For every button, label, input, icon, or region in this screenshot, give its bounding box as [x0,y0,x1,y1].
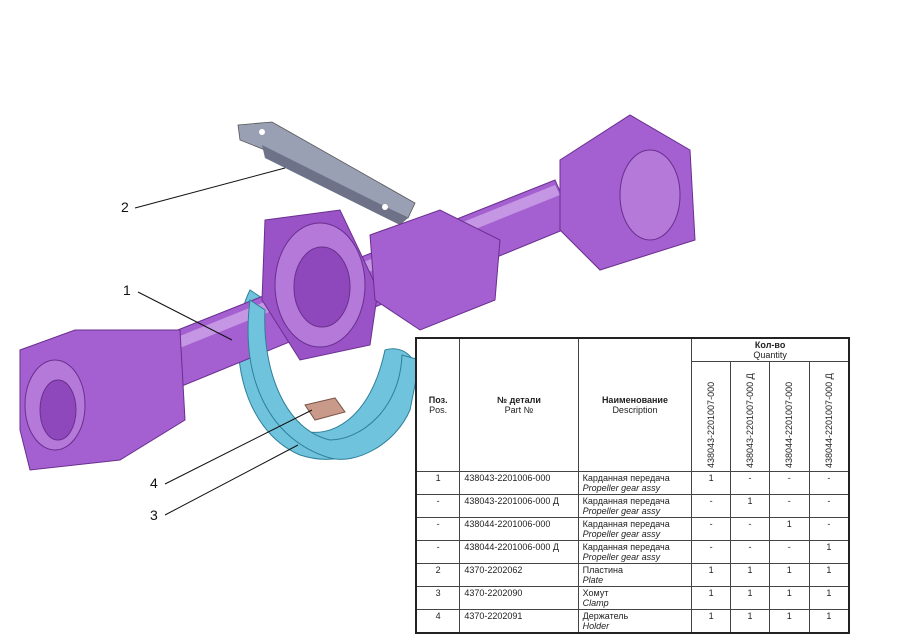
callout-2: 2 [121,199,129,215]
qty-cell: 1 [768,609,810,634]
header-pos: Поз.Pos. [415,337,461,472]
header-variant: 438043-2201007-000 Д [730,361,770,472]
callout-3: 3 [150,507,158,523]
qty-cell: 1 [808,563,850,587]
qty-cell: 1 [730,563,770,587]
qty-cell: - [691,540,732,564]
part-cell: 438044-2201006-000 Д [459,540,579,564]
part-cell: 438043-2201006-000 Д [459,494,579,518]
qty-cell: - [691,517,732,541]
desc-en: Propeller gear assy [582,506,661,516]
qty-cell: 1 [808,540,850,564]
header-variant: 438043-2201007-000 [691,361,732,472]
header-variant: 438044-2201007-000 Д [808,361,850,472]
table-row: - 438044-2201006-000 Д Карданная передач… [415,540,850,564]
qty-cell: 1 [730,494,770,518]
qty-cell: 1 [768,586,810,610]
qty-cell: - [691,494,732,518]
qty-cell: - [768,471,810,495]
part-cell: 4370-2202091 [459,609,579,634]
desc-ru: Карданная передача [582,473,670,483]
qty-cell: - [730,471,770,495]
part-cell: 4370-2202090 [459,586,579,610]
part-cell: 438043-2201006-000 [459,471,579,495]
pos-cell: 4 [415,609,461,634]
desc-ru: Держатель [582,611,629,621]
desc-en: Clamp [582,598,609,608]
pos-cell: - [415,540,461,564]
qty-cell: 1 [768,517,810,541]
qty-cell: - [808,494,850,518]
callout-4: 4 [150,475,158,491]
qty-cell: - [768,540,810,564]
qty-cell: 1 [691,471,732,495]
qty-cell: - [730,517,770,541]
table-row: - 438043-2201006-000 Д Карданная передач… [415,494,850,518]
qty-cell: - [808,471,850,495]
holder-part [304,397,346,421]
pos-cell: - [415,494,461,518]
desc-en: Propeller gear assy [582,552,661,562]
qty-cell: - [808,517,850,541]
qty-cell: 1 [691,563,732,587]
qty-cell: 1 [808,609,850,634]
pos-cell: - [415,517,461,541]
qty-cell: 1 [808,586,850,610]
desc-ru: Карданная передача [582,496,670,506]
part-cell: 438044-2201006-000 [459,517,579,541]
pos-cell: 2 [415,563,461,587]
part-cell: 4370-2202062 [459,563,579,587]
callout-1: 1 [123,282,131,298]
qty-cell: 1 [691,586,732,610]
qty-cell: - [768,494,810,518]
desc-ru: Пластина [582,565,623,575]
desc-en: Propeller gear assy [582,483,661,493]
plate-part [237,121,416,225]
header-variant: 438044-2201007-000 [768,361,810,472]
qty-cell: 1 [691,609,732,634]
desc-en: Holder [582,621,610,631]
desc-ru: Карданная передача [582,542,670,552]
pos-cell: 1 [415,471,461,495]
desc-ru: Хомут [582,588,609,598]
qty-cell: 1 [768,563,810,587]
qty-cell: 1 [730,609,770,634]
desc-en: Propeller gear assy [582,529,661,539]
pos-cell: 3 [415,586,461,610]
desc-en: Plate [582,575,604,585]
qty-cell: 1 [730,586,770,610]
leader-lines [134,167,313,516]
desc-ru: Карданная передача [582,519,670,529]
qty-cell: - [730,540,770,564]
